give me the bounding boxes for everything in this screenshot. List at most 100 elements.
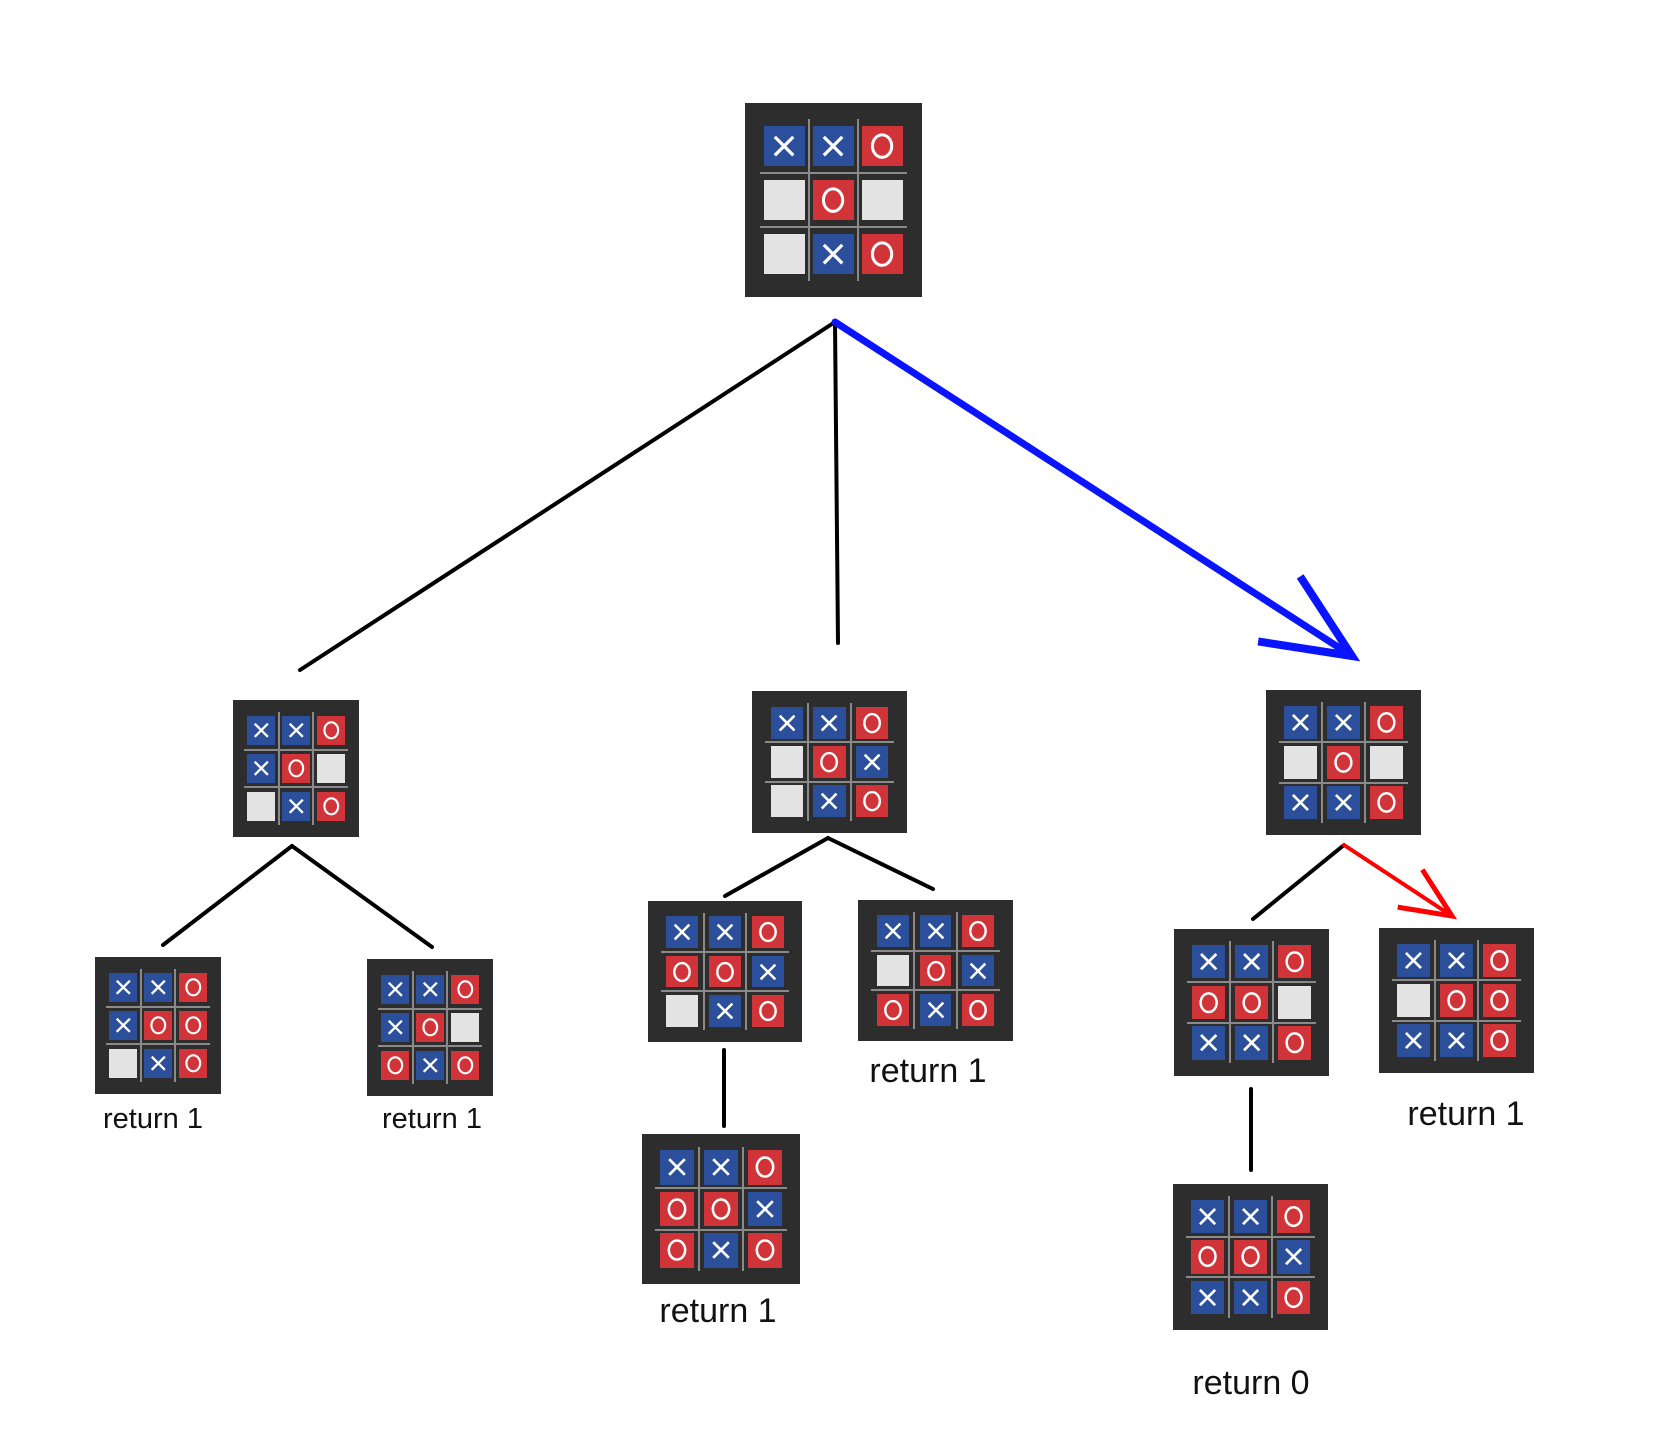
- x-mark-icon: [666, 916, 699, 949]
- o-mark-icon: [178, 1011, 208, 1040]
- grid-line: [139, 968, 142, 1083]
- return-label-c2: return 1: [1407, 1095, 1525, 1133]
- board-c1: [1174, 929, 1329, 1076]
- grid-line: [849, 703, 852, 821]
- x-mark-icon: [764, 126, 805, 167]
- x-mark-icon: [1234, 945, 1269, 979]
- x-mark-icon: [751, 955, 784, 988]
- x-mark-icon: [813, 706, 846, 739]
- grid-line: [702, 912, 705, 1030]
- x-mark-icon: [1191, 945, 1226, 979]
- o-mark-icon: [1482, 984, 1516, 1017]
- x-mark-icon: [709, 994, 741, 1027]
- board-b: [752, 691, 907, 833]
- o-mark-icon: [450, 975, 480, 1004]
- x-mark-icon: [1276, 1240, 1310, 1274]
- grid-line: [1434, 940, 1437, 1061]
- grid-line: [1476, 940, 1479, 1061]
- o-mark-icon: [1233, 1240, 1268, 1274]
- x-mark-icon: [703, 1150, 738, 1185]
- empty-cell-icon: [316, 754, 346, 783]
- grid-line: [745, 912, 748, 1030]
- empty-cell-icon: [770, 745, 803, 779]
- grid-line: [1392, 979, 1521, 982]
- x-mark-icon: [1233, 1200, 1268, 1234]
- grid-line: [1229, 941, 1232, 1064]
- grid-line: [243, 786, 349, 789]
- grid-line: [105, 1005, 211, 1008]
- o-mark-icon: [1369, 705, 1403, 739]
- o-mark-icon: [1327, 746, 1360, 779]
- empty-cell-icon: [1284, 746, 1318, 779]
- x-mark-icon: [281, 792, 311, 821]
- edge-c-to-c2: [1342, 843, 1454, 918]
- o-mark-icon: [143, 1011, 173, 1040]
- o-mark-icon: [962, 993, 995, 1026]
- x-mark-icon: [143, 1049, 173, 1078]
- return-label-c1a: return 0: [1192, 1364, 1310, 1402]
- o-mark-icon: [1277, 1026, 1312, 1060]
- board-b2: [858, 900, 1013, 1041]
- o-mark-icon: [919, 954, 952, 987]
- x-mark-icon: [415, 975, 445, 1004]
- x-mark-icon: [813, 785, 846, 818]
- o-mark-icon: [450, 1051, 480, 1080]
- o-mark-icon: [813, 179, 854, 221]
- grid-line: [1321, 702, 1324, 823]
- o-mark-icon: [1191, 1240, 1225, 1274]
- grid-line: [760, 172, 907, 175]
- board-a: [233, 700, 359, 837]
- o-mark-icon: [178, 1049, 208, 1078]
- x-mark-icon: [1284, 705, 1318, 739]
- grid-line: [661, 990, 789, 992]
- grid-line: [1186, 1235, 1315, 1238]
- o-mark-icon: [1234, 985, 1269, 1020]
- empty-cell-icon: [1277, 985, 1312, 1020]
- o-mark-icon: [316, 716, 346, 745]
- edge-root-to-b: [833, 320, 840, 645]
- grid-line: [105, 1043, 211, 1046]
- o-mark-icon: [751, 994, 784, 1027]
- grid-line: [277, 711, 280, 826]
- o-mark-icon: [813, 745, 846, 779]
- o-mark-icon: [380, 1051, 410, 1080]
- board-b1: [648, 901, 802, 1042]
- o-mark-icon: [1482, 1024, 1516, 1058]
- o-mark-icon: [703, 1191, 738, 1226]
- empty-cell-icon: [764, 233, 805, 274]
- o-mark-icon: [1277, 945, 1312, 979]
- board-a2: [367, 959, 493, 1096]
- edge-b-to-b2: [826, 836, 935, 891]
- grid-line: [1187, 981, 1316, 984]
- x-mark-icon: [660, 1150, 695, 1185]
- x-mark-icon: [747, 1191, 782, 1226]
- x-mark-icon: [813, 126, 854, 167]
- x-mark-icon: [380, 975, 410, 1004]
- grid-line: [377, 1045, 483, 1048]
- x-mark-icon: [1191, 1280, 1225, 1314]
- edge-root-to-a: [298, 320, 837, 672]
- grid-line: [661, 950, 789, 953]
- return-label-a1: return 1: [103, 1103, 203, 1135]
- grid-line: [871, 949, 1000, 952]
- o-mark-icon: [962, 915, 995, 948]
- x-mark-icon: [108, 1011, 138, 1040]
- grid-line: [655, 1187, 787, 1190]
- grid-line: [1271, 941, 1274, 1064]
- x-mark-icon: [813, 233, 854, 274]
- grid-line: [871, 989, 1000, 991]
- o-mark-icon: [856, 706, 889, 739]
- o-mark-icon: [1191, 985, 1226, 1020]
- grid-line: [1363, 702, 1366, 823]
- arrowhead-root-to-c: [1257, 574, 1361, 662]
- grid-line: [698, 1146, 701, 1272]
- empty-cell-icon: [770, 785, 803, 818]
- o-mark-icon: [751, 916, 784, 949]
- o-mark-icon: [876, 993, 909, 1026]
- x-mark-icon: [709, 916, 741, 949]
- grid-line: [808, 119, 810, 281]
- empty-cell-icon: [876, 954, 909, 987]
- o-mark-icon: [660, 1233, 695, 1268]
- o-mark-icon: [1276, 1200, 1310, 1234]
- x-mark-icon: [856, 745, 889, 779]
